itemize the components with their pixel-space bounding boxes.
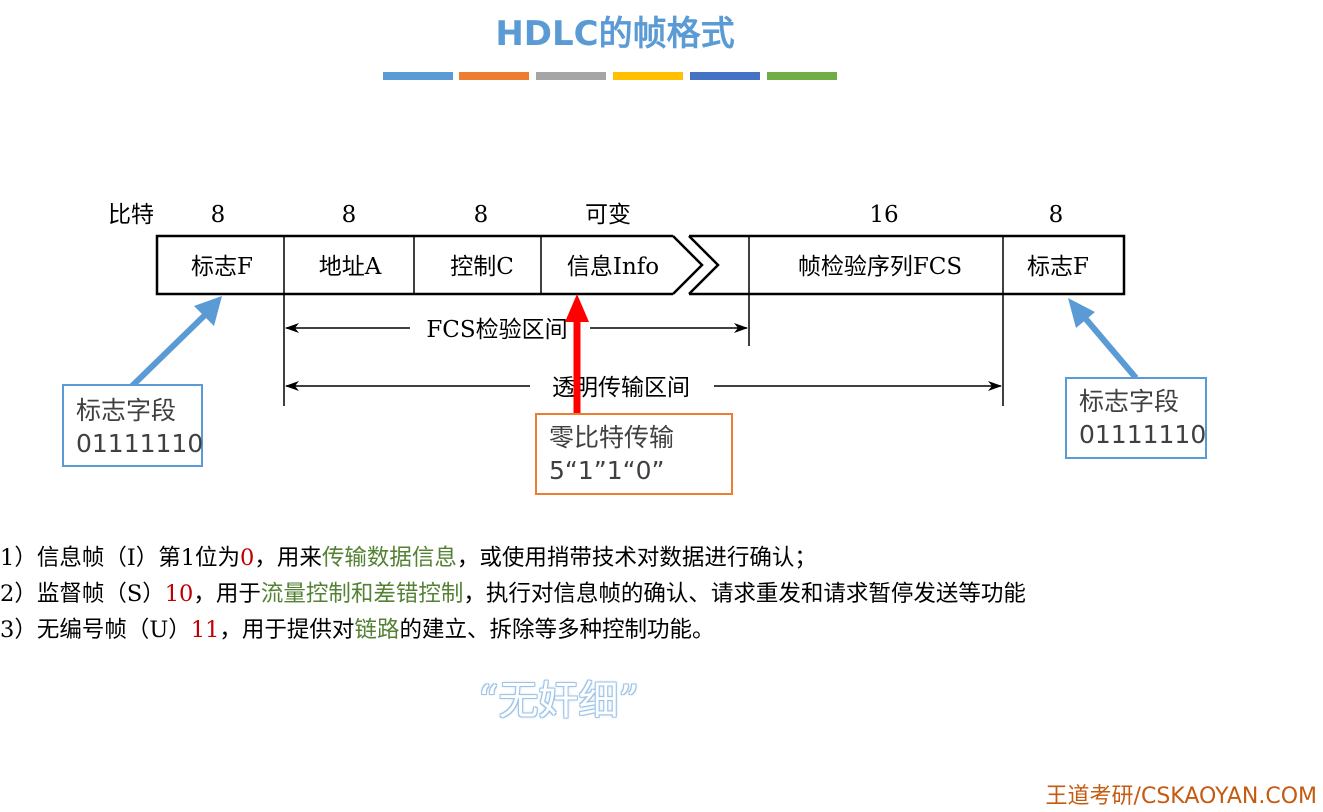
frame-type-info: 1）信息帧（I）第1位为0，用来传输数据信息，或使用捎带技术对数据进行确认； bbox=[0, 540, 1026, 576]
frame-type-text: ，或使用捎带技术对数据进行确认； bbox=[456, 545, 817, 571]
frame-box-right bbox=[689, 234, 1126, 296]
frame-break-right bbox=[688, 235, 720, 295]
field-info: 信息Info bbox=[567, 254, 659, 280]
slogan: “无奸细” bbox=[478, 678, 639, 724]
bit-count-address: 8 bbox=[342, 202, 357, 228]
right-flag-pointer-head bbox=[1068, 298, 1095, 328]
frame-type-unnumbered: 3）无编号帧（U）11，用于提供对链路的建立、拆除等多种控制功能。 bbox=[0, 612, 1026, 648]
frame-type-text: 2）监督帧（S） bbox=[0, 581, 165, 607]
underline-bar bbox=[459, 72, 529, 80]
right-flag-pointer-line bbox=[1082, 316, 1139, 380]
frame-type-list: 1）信息帧（I）第1位为0，用来传输数据信息，或使用捎带技术对数据进行确认； 2… bbox=[0, 540, 1026, 648]
frame-type-code: 10 bbox=[164, 581, 194, 607]
field-flag-start: 标志F bbox=[191, 254, 253, 280]
right-flag-callout-title: 标志字段 bbox=[1079, 387, 1180, 416]
transparent-range-label: 透明传输区间 bbox=[552, 375, 690, 401]
frame-break-left bbox=[672, 235, 704, 295]
left-flag-callout-title: 标志字段 bbox=[76, 396, 177, 425]
zero-bit-callout-rule: 5“1”1“0” bbox=[549, 456, 665, 485]
field-control: 控制C bbox=[450, 254, 514, 280]
bit-count-control: 8 bbox=[474, 202, 489, 228]
frame-type-text: 3）无编号帧（U） bbox=[0, 617, 191, 643]
field-fcs: 帧检验序列FCS bbox=[798, 254, 962, 280]
underline-bar bbox=[383, 72, 453, 80]
bit-count-flag-start: 8 bbox=[211, 202, 226, 228]
bit-count-fcs: 16 bbox=[869, 202, 898, 228]
left-flag-callout-bits: 01111110 bbox=[76, 429, 204, 458]
fcs-range-label: FCS检验区间 bbox=[426, 317, 567, 343]
footer-watermark: 王道考研/CSKAOYAN.COM bbox=[1045, 784, 1317, 809]
underline-bar bbox=[690, 72, 760, 80]
zero-bit-pointer-head bbox=[565, 294, 589, 322]
bits-label: 比特 bbox=[108, 202, 154, 228]
page-title: HDLC的帧格式 bbox=[495, 14, 735, 54]
bit-count-flag-end: 8 bbox=[1049, 202, 1064, 228]
field-flag-end: 标志F bbox=[1027, 254, 1089, 280]
underline-bar bbox=[536, 72, 606, 80]
frame-type-highlight: 传输数据信息 bbox=[321, 545, 457, 571]
field-address: 地址A bbox=[319, 254, 382, 280]
frame-type-text: ，用来 bbox=[254, 545, 322, 571]
frame-type-text: ，用于提供对 bbox=[219, 617, 355, 643]
frame-type-code: 11 bbox=[190, 617, 220, 643]
bit-count-info: 可变 bbox=[585, 202, 631, 228]
frame-type-text: 的建立、拆除等多种控制功能。 bbox=[399, 617, 715, 643]
zero-bit-callout-title: 零比特传输 bbox=[549, 423, 675, 452]
frame-type-text: ，执行对信息帧的确认、请求重发和请求暂停发送等功能 bbox=[463, 581, 1026, 607]
frame-type-code: 0 bbox=[240, 545, 255, 571]
left-flag-pointer-line bbox=[129, 311, 209, 389]
zero-bit-callout: 零比特传输 5“1”1“0” bbox=[535, 413, 733, 495]
frame-type-highlight: 流量控制和差错控制 bbox=[260, 581, 464, 607]
frame-type-text: 1）信息帧（I）第1位为 bbox=[0, 545, 241, 571]
frame-type-text: ，用于 bbox=[193, 581, 261, 607]
frame-box-left bbox=[155, 234, 673, 296]
underline-bar bbox=[767, 72, 837, 80]
left-flag-callout: 标志字段 01111110 bbox=[62, 384, 203, 467]
frame-type-supervisory: 2）监督帧（S）10，用于流量控制和差错控制，执行对信息帧的确认、请求重发和请求… bbox=[0, 576, 1026, 612]
right-flag-callout-bits: 01111110 bbox=[1079, 420, 1207, 449]
underline-bar bbox=[613, 72, 683, 80]
frame-type-highlight: 链路 bbox=[354, 617, 400, 643]
left-flag-pointer-head bbox=[194, 296, 222, 326]
right-flag-callout: 标志字段 01111110 bbox=[1065, 377, 1207, 459]
